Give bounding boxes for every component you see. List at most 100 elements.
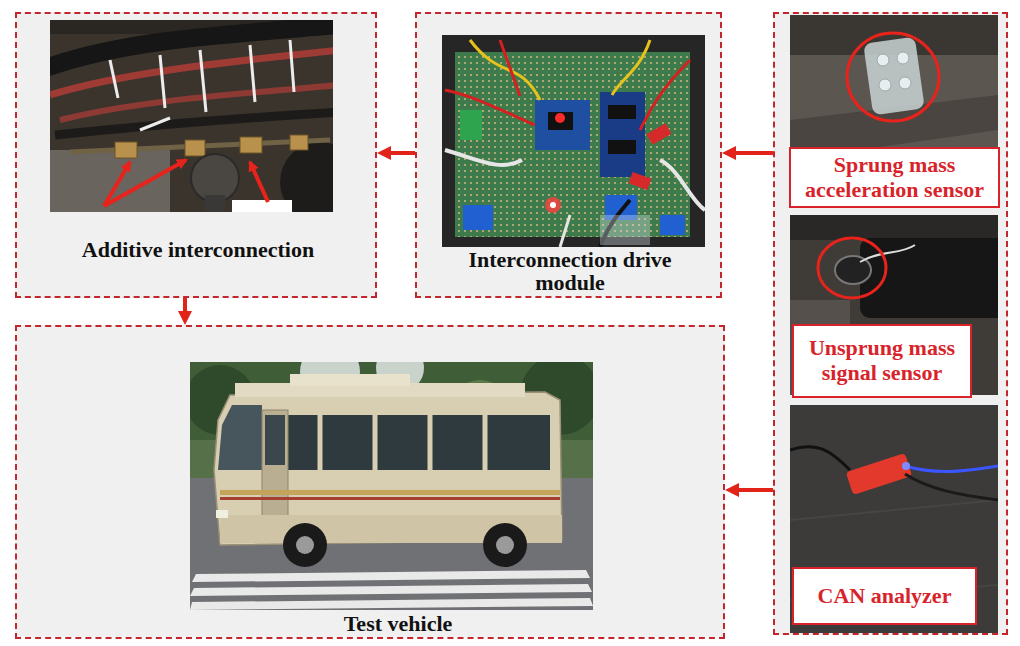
- bus-photo: [190, 362, 593, 610]
- circuit-board-photo: [600, 215, 650, 245]
- undercarriage-photo: [50, 20, 333, 212]
- bus-photo: [190, 598, 593, 610]
- circuit-board-photo: [640, 60, 690, 130]
- undercarriage-photo: [104, 160, 186, 206]
- circuit-board-photo: [445, 150, 522, 165]
- bus-photo: [190, 584, 592, 596]
- circuit-board-photo: [560, 215, 570, 247]
- sprung-sensor-photo: [897, 52, 909, 64]
- flow-arrow: [731, 151, 773, 155]
- bus-photo: [296, 536, 314, 554]
- circuit-board-photo: [445, 40, 705, 247]
- undercarriage-photo: [240, 137, 262, 153]
- circuit-board-photo: [445, 90, 535, 125]
- panel-ground: [773, 12, 1008, 635]
- circuit-board-photo: [600, 92, 645, 177]
- undercarriage-photo: [250, 45, 255, 102]
- circuit-board-photo: [470, 40, 540, 100]
- panel-ground: [415, 12, 722, 297]
- circuit-board-photo: [500, 40, 520, 96]
- circuit-board-photo: [555, 113, 565, 123]
- undercarriage-photo: [290, 135, 308, 150]
- flow-arrow: [183, 298, 187, 316]
- dashed-panel: Additive interconnection: [15, 12, 377, 298]
- bus-photo: [428, 415, 433, 470]
- sensor-label: Sprung mass acceleration sensor: [797, 153, 992, 202]
- bus-photo: [318, 415, 323, 470]
- panel-ground: [15, 12, 377, 298]
- can-analyzer-photo: [790, 447, 850, 470]
- sensor-tag: CAN analyzer: [792, 567, 977, 625]
- sensor-tag: Sprung mass acceleration sensor: [789, 147, 1000, 208]
- circuit-board-photo: [612, 40, 650, 95]
- dashed-panel: Interconnection drive module: [415, 12, 722, 298]
- circuit-board-photo: [463, 205, 493, 230]
- circuit-board-photo: [646, 123, 671, 144]
- circuit-board-photo: [550, 202, 556, 208]
- can-analyzer-photo: [790, 405, 998, 633]
- undercarriage-photo: [200, 50, 206, 112]
- circuit-board-photo: [660, 215, 685, 235]
- undercarriage-photo: [115, 142, 137, 158]
- bus-photo: [190, 570, 593, 610]
- undercarriage-photo: [191, 154, 239, 202]
- bus-photo: [373, 415, 378, 470]
- undercarriage-photo: [232, 200, 292, 212]
- can-analyzer-photo: [902, 462, 910, 470]
- circuit-board-photo: [545, 197, 561, 213]
- can-analyzer-photo: [790, 405, 998, 633]
- bus-photo: [290, 374, 410, 386]
- bus-photo: [483, 415, 488, 470]
- flow-arrow: [386, 151, 415, 155]
- circuit-board-photo: [548, 112, 573, 130]
- bus-photo: [283, 523, 327, 567]
- circuit-board-photo: [455, 52, 690, 237]
- sprung-sensor-photo: [877, 54, 889, 66]
- can-analyzer-photo: [846, 453, 912, 495]
- undercarriage-photo: [140, 118, 170, 130]
- bus-photo: [218, 405, 262, 470]
- circuit-board-photo: [608, 105, 636, 119]
- can-analyzer-photo: [790, 500, 998, 520]
- undercarriage-photo: [55, 112, 333, 135]
- bus-photo: [192, 570, 590, 582]
- sensor-tag: Unsprung mass signal sensor: [792, 324, 972, 398]
- panel-ground: [15, 325, 725, 637]
- undercarriage-photo: [185, 140, 205, 156]
- bus-photo: [214, 392, 562, 545]
- can-analyzer-photo: [905, 474, 998, 500]
- bus-photo: [320, 415, 485, 470]
- circuit-board-photo: [629, 172, 652, 190]
- sprung-sensor-photo: [863, 37, 925, 116]
- circuit-board-photo: [660, 160, 705, 210]
- undercarriage-photo: [160, 55, 165, 108]
- circuit-board-photo: [442, 35, 705, 247]
- sprung-sensor-photo: [877, 52, 911, 91]
- bus-photo: [190, 362, 593, 610]
- sensor-label: CAN analyzer: [818, 584, 952, 609]
- circuit-board-photo: [535, 100, 590, 150]
- can-analyzer-photo: [905, 466, 998, 471]
- undercarriage-photo: [250, 162, 268, 202]
- unsprung-sensor-photo: [790, 215, 998, 240]
- unsprung-sensor-photo: [818, 238, 886, 298]
- bus-photo: [216, 510, 228, 518]
- bus-photo: [220, 497, 560, 500]
- bus-photo: [268, 415, 550, 470]
- bus-photo: [496, 536, 514, 554]
- bus-photo: [483, 523, 527, 567]
- sensor-label: Unsprung mass signal sensor: [800, 336, 964, 385]
- panel-label: Interconnection drive module: [455, 248, 685, 294]
- circuit-board-photo: [608, 140, 636, 154]
- undercarriage-photo: [290, 40, 294, 92]
- undercarriage-photo: [110, 60, 118, 98]
- undercarriage-photo: [205, 195, 225, 212]
- panel-label: Test vehicle: [318, 612, 478, 635]
- circuit-board-photo: [460, 110, 482, 140]
- dashed-panel: Sprung mass acceleration sensorUnsprung …: [773, 12, 1008, 635]
- dashed-panel: Test vehicle: [15, 325, 725, 639]
- bus-photo: [262, 410, 288, 530]
